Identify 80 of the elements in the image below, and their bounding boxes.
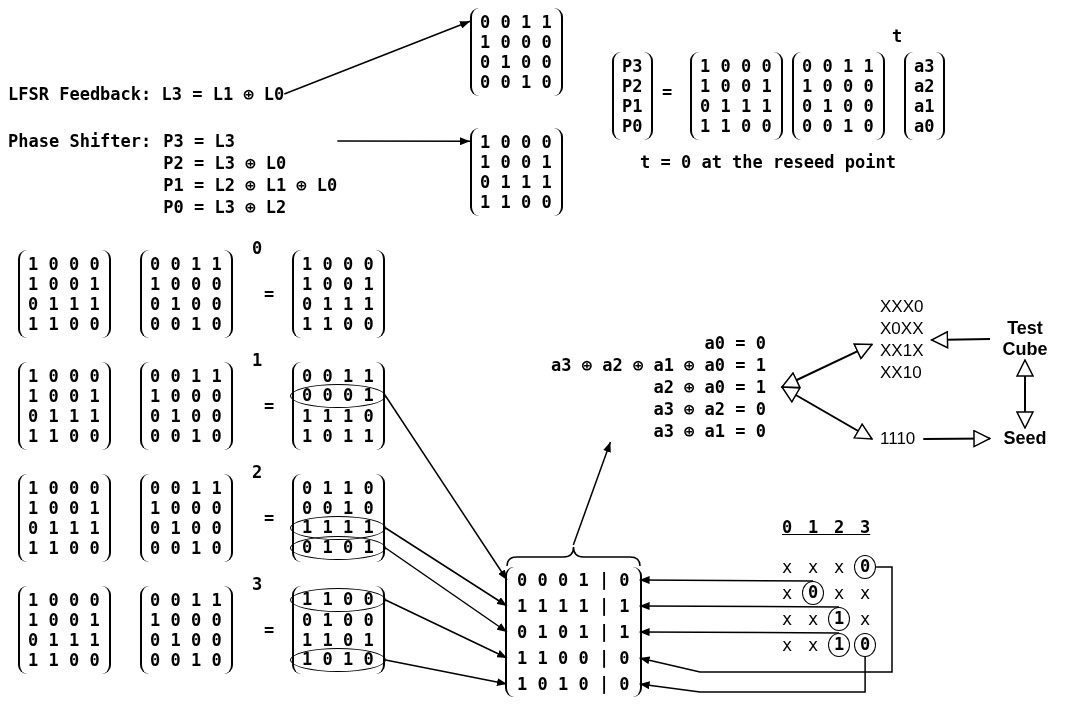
equals-sign: = [264,396,275,416]
matrix: 1 0 0 0 1 0 0 1 0 1 1 1 1 1 0 0 [18,250,111,338]
matrix: 0 0 1 1 1 0 0 0 0 1 0 0 0 0 1 0 [792,52,885,140]
matrix: 0 0 1 1 1 0 0 0 0 1 0 0 0 0 1 0 [140,586,233,674]
matrix-row: 0 1 1 1 [302,294,374,314]
equation: P1 = L2 ⊕ L1 ⊕ L0 [163,174,338,196]
dont-care-bit: x [782,582,793,605]
matrix-row: 0 1 1 0 [302,478,374,498]
exponent: t [892,26,903,46]
exponent: 3 [252,574,263,594]
exponent: 1 [252,350,263,370]
matrix-row: 1 1 0 0 [302,314,374,334]
matrix-row: 1 1 1 1 | 1 [507,593,640,619]
seed-value: 1110 [872,428,924,450]
matrix-row: 0 1 0 1 | 1 [507,619,640,645]
block-arrow [781,386,873,440]
arrow [384,659,508,686]
heading-text: Phase Shifter: [8,130,152,153]
test-cube-row: X0XX [880,318,924,340]
equation: P0 = L3 ⊕ L2 [163,196,288,218]
matrix-row: 1 1 1 0 [302,406,374,426]
matrix-row: 0 0 1 0 [302,498,374,518]
matrix: 1 0 0 0 1 0 0 1 0 1 1 1 1 1 0 0 [690,52,783,140]
matrix: 0 0 1 1 1 0 0 0 0 1 0 0 0 0 1 0 [140,250,233,338]
column-index: 0 1 2 3 [782,517,871,537]
equation: a3 ⊕ a2 = 0 [652,398,766,420]
dont-care-bit: x x [834,582,871,605]
matrix-row: 1 0 0 0 [302,254,374,274]
matrix: 1 0 0 0 1 0 0 1 0 1 1 1 1 1 0 0 [18,362,111,450]
dont-care-bit: x [860,608,871,631]
arrow [283,20,471,95]
block-arrow [922,429,991,448]
matrix: 1 0 0 0 1 0 0 1 0 1 1 1 1 1 0 0 [18,586,111,674]
arrow [384,527,508,607]
matrix-row: 1 0 1 0 | 0 [507,671,640,697]
equals-sign: = [264,508,275,528]
equation: a3 ⊕ a1 = 0 [652,420,766,442]
matrix: 1 0 0 0 1 0 0 1 0 1 1 1 1 1 0 0 [18,474,111,562]
matrix: 0 0 1 1 1 0 0 0 0 1 0 0 0 0 1 0 [470,8,563,96]
matrix-row: 1 1 0 0 | 0 [507,645,640,671]
equation-text: LFSR Feedback: L3 = L1 ⊕ L0 [8,84,285,104]
equation: a3 ⊕ a2 ⊕ a1 ⊕ a0 = 1 [550,354,766,376]
matrix-row: 0 0 1 1 [302,366,374,386]
arrow [384,547,508,633]
equals-sign: = [264,284,275,304]
dont-care-bit: x x x [782,556,845,579]
exponent: 0 [252,238,263,258]
test-cube-row-text: XX10 [880,362,923,384]
matrix: 0 0 1 1 1 0 0 0 0 1 0 0 0 0 1 0 [140,362,233,450]
exponent: 2 [252,462,263,482]
caption-text: t = 0 at the reseed point [640,152,896,172]
test-cube-row: XX1X [880,340,924,362]
dont-care-bit: x x [782,608,819,631]
matrix: 1 0 0 0 1 0 0 1 0 1 1 1 1 1 0 0 [470,128,563,216]
dont-care-bit: x x [782,634,819,657]
equation: P3 = L3 [163,130,236,152]
block-arrow [1016,359,1034,429]
arrow [572,441,612,546]
equals-sign: = [264,620,275,640]
equals-sign: = [662,82,673,102]
arrow [336,137,471,146]
equation: a2 ⊕ a0 = 1 [652,376,766,398]
block-label: Seed [990,428,1060,449]
vector: P3 P2 P1 P0 [612,52,654,140]
matrix-row: 0 0 0 1 | 0 [507,567,640,593]
block-label: Test Cube [990,318,1060,360]
equation: a0 = 0 [703,332,766,354]
block-arrow [781,343,873,389]
arrow [384,599,508,659]
arrow [384,395,508,581]
block-arrow [930,331,991,349]
test-cube-row: XXX0 [880,296,924,318]
matrix-row: 1 0 0 1 [302,274,374,294]
matrix-row: 0 1 0 0 [302,610,374,630]
matrix-row: 1 1 0 1 [302,630,374,650]
matrix: 0 0 1 1 1 0 0 0 0 1 0 0 0 0 1 0 [140,474,233,562]
arrow [638,566,893,673]
equation: P2 = L3 ⊕ L0 [163,152,288,174]
vector: a3 a2 a1 a0 [904,52,946,140]
matrix-row: 1 0 1 1 [302,426,374,446]
